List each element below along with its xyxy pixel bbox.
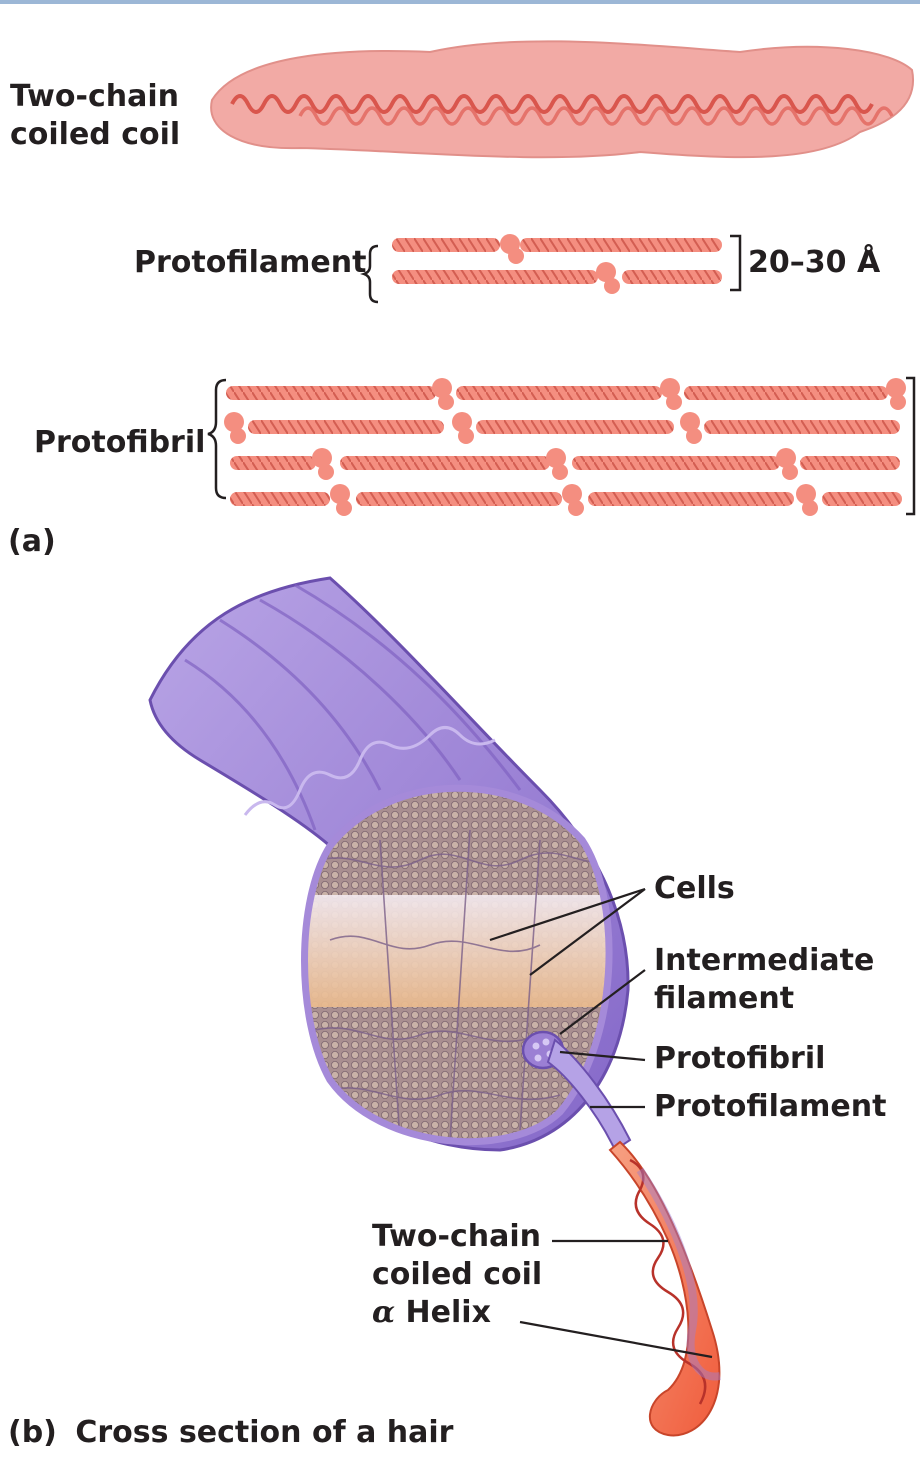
panel-b-caption: (b) Cross section of a hair — [8, 1414, 453, 1452]
coiled-coil-helix-callout: Two-chain coiled coil α Helix — [372, 1218, 542, 1332]
protofilament-diagram — [360, 234, 742, 304]
intermediate-filament-line1: Intermediate — [654, 943, 875, 978]
callout-lines — [489, 887, 713, 1359]
coiled-coil-callout-line2: coiled coil — [372, 1257, 543, 1292]
coiled-coil-label-line1: Two-chain — [10, 79, 179, 114]
hair-fiber-illustration — [148, 576, 721, 1437]
top-rule — [0, 0, 920, 4]
panel-b-label: (b) — [8, 1415, 57, 1450]
protofilament-label: Protofilament — [134, 245, 367, 280]
coiled-coil-label-line2: coiled coil — [10, 117, 181, 152]
protofibril-callout: Protofibril — [654, 1041, 826, 1076]
coiled-coil-label: Two-chain coiled coil — [10, 78, 180, 154]
cells-label: Cells — [654, 871, 735, 906]
intermediate-filament-line2: filament — [654, 981, 795, 1016]
intermediate-filament-label: Intermediate filament — [654, 942, 874, 1018]
panel-a-label: (a) — [8, 524, 56, 559]
protofibril-diagram — [207, 376, 916, 516]
two-chain-coiled-coil-model — [210, 40, 915, 159]
protofilament-callout: Protofilament — [654, 1089, 887, 1124]
alpha-symbol: α — [372, 1295, 396, 1330]
width-label: 20–30 Å — [748, 245, 881, 280]
helix-word: Helix — [405, 1295, 491, 1330]
panel-b-title: Cross section of a hair — [75, 1415, 454, 1450]
protofibril-label: Protofibril — [34, 425, 206, 460]
alpha-helix-callout: α Helix — [372, 1294, 542, 1332]
coiled-coil-callout-line1: Two-chain — [372, 1219, 541, 1254]
